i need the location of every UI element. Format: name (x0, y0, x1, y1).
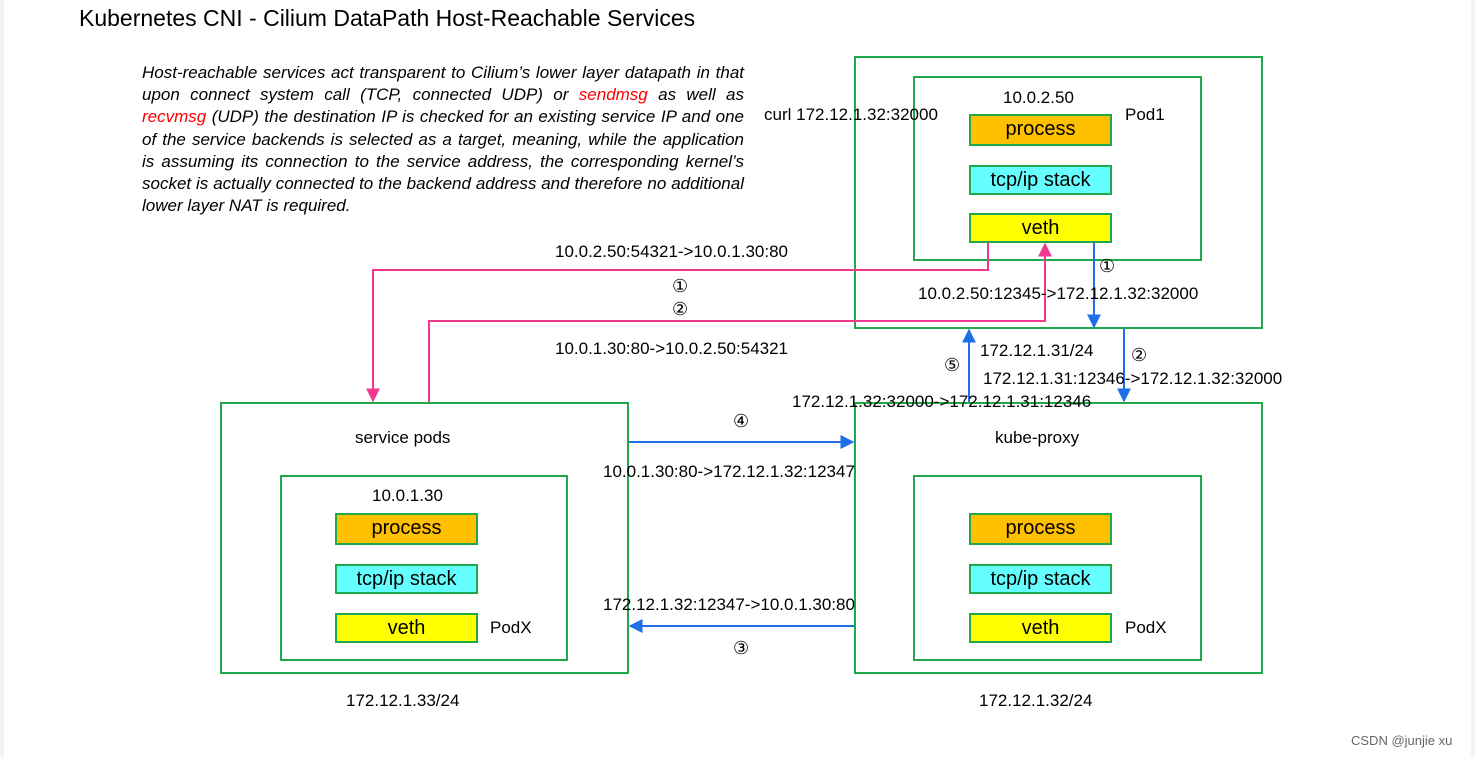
service-node-box (220, 402, 629, 674)
description-text: (UDP) the destination IP is checked for … (142, 107, 744, 216)
sendmsg-keyword: sendmsg (578, 85, 648, 105)
top-node-ip: 172.12.1.31/24 (980, 341, 1094, 360)
page-title: Kubernetes CNI - Cilium DataPath Host-Re… (79, 5, 696, 31)
pod1-ip: 10.0.2.50 (1003, 88, 1074, 107)
description-paragraph: Host-reachable services act transparent … (142, 62, 744, 217)
description-text: Host-reachable services act transparent … (142, 63, 744, 105)
blue-step-5: ⑤ (944, 355, 961, 375)
service-pod-ip: 10.0.1.30 (372, 486, 443, 505)
pod1-stack-box: tcp/ip stack (969, 165, 1112, 195)
blue-step-3: ③ (733, 638, 750, 658)
blue-step-2: ② (1131, 345, 1148, 365)
proxy-node-box (854, 402, 1263, 674)
blue-flow-2-label: 172.12.1.31:12346->172.12.1.32:32000 (983, 369, 1283, 388)
curl-command: curl 172.12.1.32:32000 (764, 105, 938, 124)
pink-flow-2-arrow (428, 242, 1052, 402)
left-edge (0, 0, 4, 757)
service-process-box: process (335, 513, 478, 545)
proxy-veth-box: veth (969, 613, 1112, 643)
pink-flow-1-label: 10.0.2.50:54321->10.0.1.30:80 (555, 242, 789, 261)
pod1-process-box: process (969, 114, 1112, 146)
pod1-name: Pod1 (1125, 105, 1165, 124)
description-text: as well as (647, 85, 744, 105)
proxy-node-ip: 172.12.1.32/24 (979, 691, 1093, 710)
service-stack-box: tcp/ip stack (335, 564, 478, 594)
pink-step-2: ② (672, 299, 689, 319)
service-node-label: service pods (355, 428, 451, 447)
proxy-node-label: kube-proxy (995, 428, 1080, 447)
top-node-box (854, 56, 1263, 329)
pink-flow-1-arrow (366, 243, 989, 403)
blue-step-1: ① (1099, 256, 1116, 276)
blue-step-4: ④ (733, 411, 750, 431)
right-edge (1471, 0, 1475, 757)
service-veth-box: veth (335, 613, 478, 643)
proxy-process-box: process (969, 513, 1112, 545)
blue-flow-1-label: 10.0.2.50:12345->172.12.1.32:32000 (918, 284, 1199, 303)
pink-flow-2-label: 10.0.1.30:80->10.0.2.50:54321 (555, 339, 789, 358)
blue-flow-3-label: 172.12.1.32:12347->10.0.1.30:80 (603, 595, 855, 614)
blue-flow-4-label: 10.0.1.30:80->172.12.1.32:12347 (603, 462, 855, 481)
service-node-ip: 172.12.1.33/24 (346, 691, 460, 710)
pod1-box (913, 76, 1202, 261)
pink-step-1: ① (672, 276, 689, 296)
proxy-pod-name: PodX (1125, 618, 1167, 637)
recvmsg-keyword: recvmsg (142, 107, 207, 127)
proxy-stack-box: tcp/ip stack (969, 564, 1112, 594)
proxy-pod-box (913, 475, 1202, 661)
service-pod-box (280, 475, 568, 661)
watermark: CSDN @junjie xu (1351, 733, 1453, 748)
blue-flow-5-label: 172.12.1.32:32000->172.12.1.31:12346 (792, 392, 1092, 411)
service-pod-name: PodX (490, 618, 532, 637)
pod1-veth-box: veth (969, 213, 1112, 243)
